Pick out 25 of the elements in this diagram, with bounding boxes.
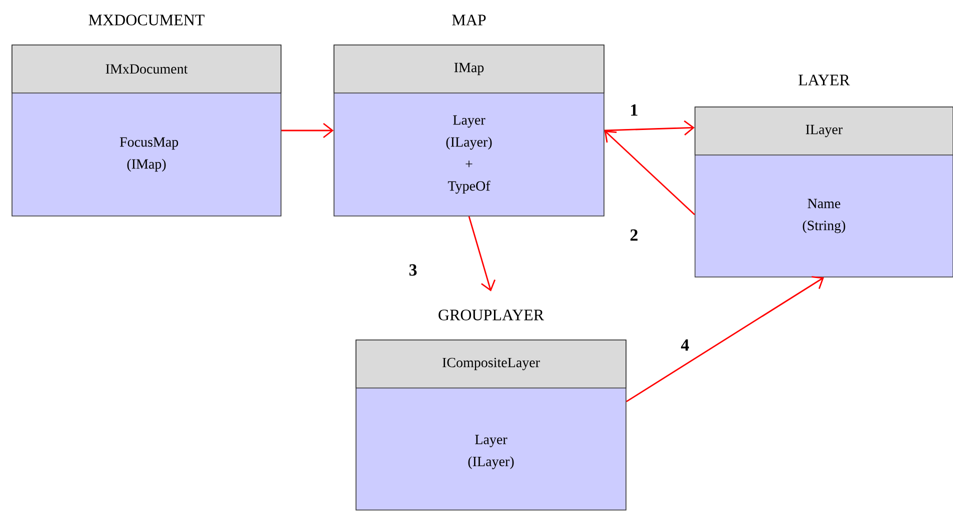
arrow bbox=[604, 120, 695, 136]
arrow bbox=[626, 276, 824, 402]
class-title: MXDOCUMENT bbox=[88, 14, 204, 26]
class-title: LAYER bbox=[798, 74, 850, 86]
node-label: IMxDocument bbox=[106, 64, 188, 74]
node-label: FocusMap (IMap) bbox=[120, 137, 178, 172]
node-label: IMap bbox=[454, 62, 484, 76]
edge-label: 2 bbox=[628, 228, 640, 242]
class-box: ICompositeLayer Layer (ILayer) bbox=[356, 340, 626, 510]
edge-label: 1 bbox=[628, 103, 640, 117]
arrow bbox=[604, 130, 696, 216]
edge-label: 4 bbox=[680, 338, 690, 352]
node-label: Layer (ILayer) + TypeOf bbox=[446, 115, 492, 194]
class-box: IMap Layer (ILayer) + TypeOf bbox=[334, 44, 604, 216]
class-title: GROUPLAYER bbox=[438, 310, 544, 320]
arrow bbox=[468, 216, 496, 292]
node-label: ILayer bbox=[806, 124, 843, 138]
class-title: MAP bbox=[452, 14, 486, 26]
class-box: ILayer Name (String) bbox=[694, 106, 953, 278]
node-label: Name (String) bbox=[802, 198, 846, 234]
node-label: ICompositeLayer bbox=[442, 358, 540, 370]
arrow bbox=[281, 122, 334, 138]
class-box: IMxDocument FocusMap (IMap) bbox=[12, 44, 282, 216]
edge-label: 3 bbox=[408, 263, 418, 277]
node-label: Layer (ILayer) bbox=[468, 434, 514, 470]
